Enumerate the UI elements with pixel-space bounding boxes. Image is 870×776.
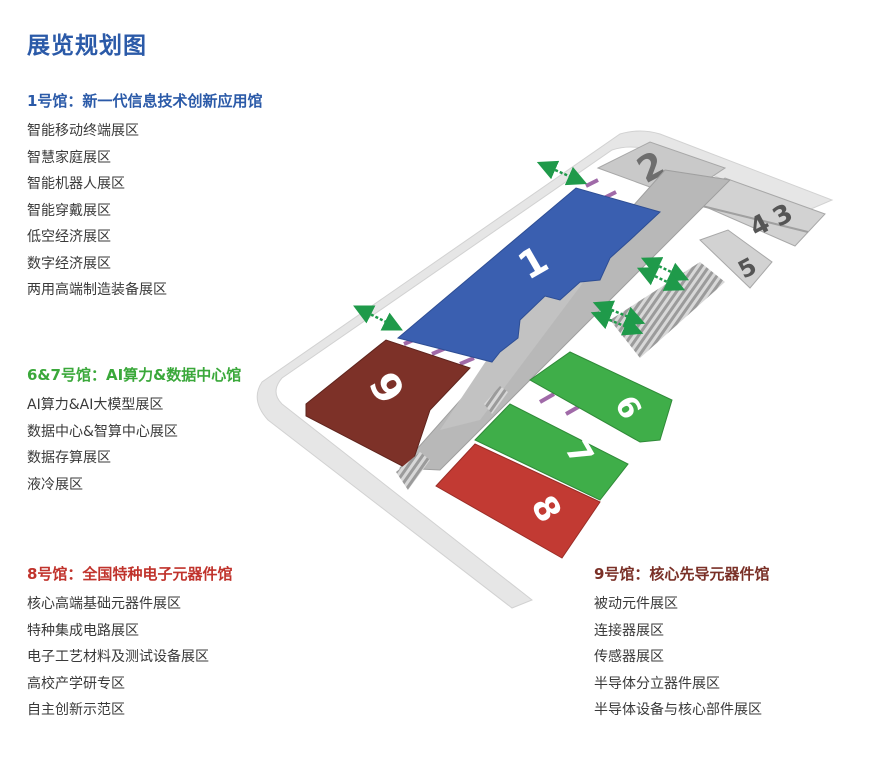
hall1-item: 低空经济展区 [27,229,111,245]
hall1-item: 数字经济展区 [27,255,111,272]
ramp-mid [484,386,508,414]
hall1-item: 两用高端制造装备展区 [27,282,167,298]
ring-road [256,130,834,609]
ramp-left [396,452,430,490]
hall9-item: 连接器展区 [594,622,664,639]
hall9-item: 被动元件展区 [594,596,678,612]
hall67-title: 6&7号馆：AI算力&数据中心馆 [27,366,242,384]
hall1-section: 1号馆：新一代信息技术创新应用馆 智能移动终端展区 智慧家庭展区 智能机器人展区… [27,90,262,304]
page-title: 展览规划图 [27,33,147,59]
hall9-section: 9号馆：核心先导元器件馆 被动元件展区 连接器展区 传感器展区 半导体分立器件展… [594,563,769,724]
hall67-item: 液冷展区 [27,476,83,493]
hall-7-shape [474,403,629,501]
hall8-title: 8号馆：全国特种电子元器件馆 [27,565,233,583]
flow-arrows [353,160,690,336]
hall9-item: 传感器展区 [594,649,664,665]
hall8-section: 8号馆：全国特种电子元器件馆 核心高端基础元器件展区 特种集成电路展区 电子工艺… [27,563,232,724]
hall-6-shape [529,351,673,443]
hall8-item: 高校产学研专区 [27,675,125,692]
hall67-section: 6&7号馆：AI算力&数据中心馆 AI算力&AI大模型展区 数据中心&智算中心展… [27,364,241,498]
hall9-title: 9号馆：核心先导元器件馆 [594,565,770,583]
hall67-item: AI算力&AI大模型展区 [27,397,164,413]
hall-5-shape [699,229,773,289]
hall8-item: 电子工艺材料及测试设备展区 [27,649,209,665]
hall8-item: 核心高端基础元器件展区 [27,596,181,612]
hall8-item: 自主创新示范区 [27,702,125,718]
hall-1-shape [396,187,661,363]
hall9-item: 半导体设备与核心部件展区 [594,702,762,718]
hall1-item: 智能穿戴展区 [27,202,111,219]
hall67-item: 数据中心&智算中心展区 [27,423,178,440]
hall1-item: 智慧家庭展区 [27,149,111,166]
hall-9-shape [305,339,471,471]
hall8-item: 特种集成电路展区 [27,622,139,639]
hall1-title: 1号馆：新一代信息技术创新应用馆 [27,92,263,110]
halls-2-5: 2 4 3 5 [596,141,826,358]
hall9-item: 半导体分立器件展区 [594,675,720,692]
hall1-item: 智能机器人展区 [27,176,125,192]
hall1-item: 智能移动终端展区 [27,123,139,139]
hall67-item: 数据存算展区 [27,450,111,466]
venue-map: 2 4 3 5 1 9 6 7 8 [256,130,834,609]
hall-8-shape [435,443,601,559]
hall-34-divider [701,205,809,233]
